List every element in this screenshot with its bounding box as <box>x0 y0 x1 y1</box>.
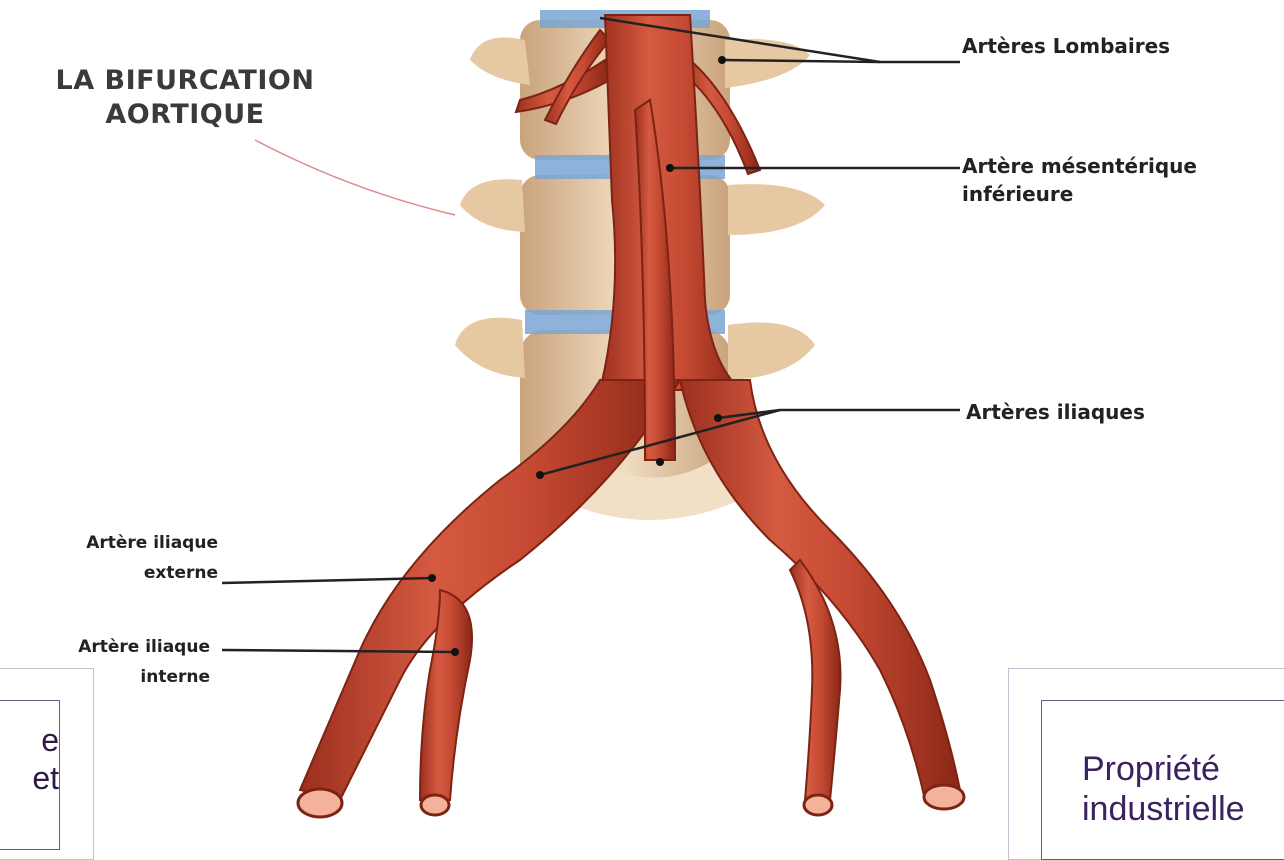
vessel-opening <box>924 785 964 809</box>
left-box-line-2: et <box>0 759 59 797</box>
left-box-line-1: e <box>0 721 59 759</box>
right-overlay-box: Propriété industrielle <box>1041 700 1284 860</box>
label-arteres-lombaires: Artères Lombaires <box>962 34 1170 58</box>
label-mesenterique-line-1: Artère mésentérique <box>962 152 1197 180</box>
label-iliaque-externe-line-1: Artère iliaque <box>40 528 218 558</box>
label-iliaque-externe-line-2: externe <box>40 558 218 588</box>
label-mesenterique-line-2: inférieure <box>962 180 1197 208</box>
right-box-line-2: industrielle <box>1082 789 1284 829</box>
title-line-2: AORTIQUE <box>30 98 340 132</box>
title-line-1: LA BIFURCATION <box>30 64 340 98</box>
vessel-opening <box>804 795 832 815</box>
label-arteres-iliaques: Artères iliaques <box>966 400 1145 424</box>
right-box-line-1: Propriété <box>1082 749 1284 789</box>
label-artere-iliaque-externe: Artère iliaque externe <box>40 528 218 588</box>
label-iliaque-interne-line-1: Artère iliaque <box>20 632 210 662</box>
label-artere-mesenterique: Artère mésentérique inférieure <box>962 152 1197 208</box>
vessel-opening <box>298 789 342 817</box>
arterial-tree <box>300 15 960 800</box>
vessel-opening <box>421 795 449 815</box>
left-overlay-box: e et <box>0 700 60 850</box>
diagram-title: LA BIFURCATION AORTIQUE <box>30 64 340 132</box>
